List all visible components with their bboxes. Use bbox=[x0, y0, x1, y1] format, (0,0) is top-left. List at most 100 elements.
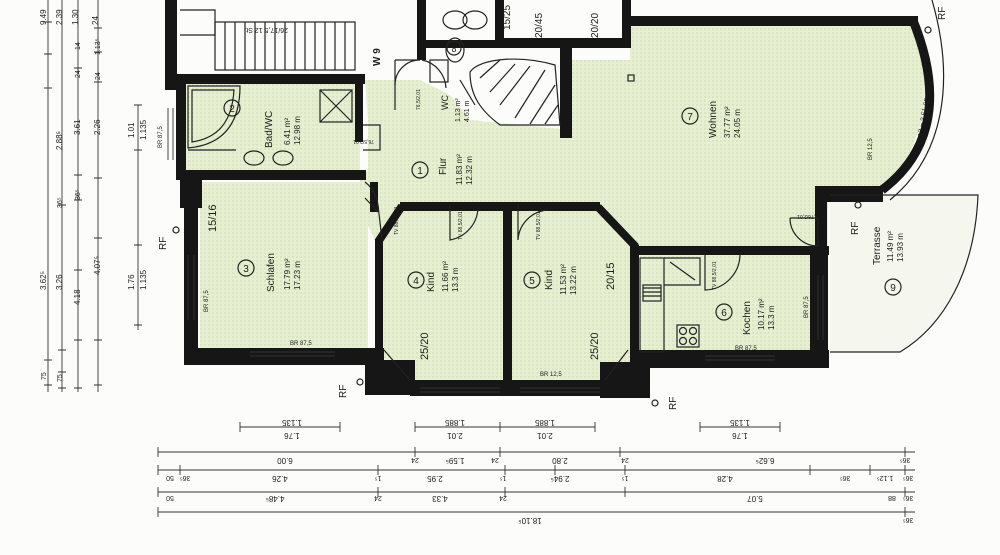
rf-mark-5 bbox=[924, 26, 932, 34]
wall-bottom-left bbox=[184, 348, 384, 365]
br-label-3: BR 87,5 bbox=[735, 346, 757, 352]
rf-mark-2 bbox=[356, 378, 364, 386]
wall-stair-1 bbox=[417, 0, 426, 60]
bath-fixtures bbox=[187, 85, 353, 166]
br-label-4: BR 87,5 bbox=[804, 296, 810, 318]
room-wohnen: 7 Wohnen 37.77 m² 24.05 m bbox=[681, 101, 742, 138]
room-name: Terrasse bbox=[872, 226, 883, 265]
room-bad: 2 Bad/WC 6.41 m² 12.98 m bbox=[223, 99, 302, 148]
door-tag-2: TV 88,5/2,01 bbox=[458, 211, 464, 240]
door-tag-4: TV 88,5/2,01 bbox=[712, 261, 718, 290]
door-tag-3: TV 88,5/2,01 bbox=[536, 211, 542, 240]
dim-label: 1.12⁵ bbox=[877, 474, 894, 481]
opening-15-25: 15/25 bbox=[502, 5, 513, 30]
wall-living-left bbox=[560, 48, 572, 138]
br-label-1: BR 87,5 bbox=[204, 290, 210, 312]
room-number: 2 bbox=[229, 104, 235, 115]
room-name: Kind bbox=[544, 270, 555, 290]
windows bbox=[167, 108, 824, 393]
dim-label: 1⁵ bbox=[500, 474, 507, 481]
room-name: WC bbox=[440, 95, 450, 110]
dim-label: 36⁵ bbox=[900, 456, 911, 463]
dim-label: 2.26 bbox=[93, 119, 102, 135]
room-area: 11.53 m² bbox=[559, 264, 568, 295]
room-labels: 1 Flur 11.83 m² 12.32 m 2 Bad/WC 6.41 m²… bbox=[223, 40, 905, 335]
room-perimeter: 13.93 m bbox=[896, 233, 905, 262]
door-tag-1: TV 88,5/2,01 bbox=[394, 206, 400, 235]
room-number: 8 bbox=[451, 44, 456, 54]
room-number: 9 bbox=[890, 283, 896, 294]
dim-label: 1.885 bbox=[444, 418, 465, 427]
room-number: 6 bbox=[721, 308, 727, 319]
dim-label: 4.18 bbox=[73, 289, 82, 305]
dim-label: 1.135 bbox=[139, 119, 148, 140]
rf-label-2: RF bbox=[338, 385, 349, 398]
room-perimeter: 17.23 m bbox=[293, 261, 302, 290]
br-label-6: BR 12,5 bbox=[868, 138, 874, 160]
dim-label: 4.07⁵ bbox=[93, 256, 102, 275]
bottom-dimensions: 1.135 1.76 1.885 2.01 1.885 2.01 1.135 1… bbox=[157, 418, 915, 525]
room-number: 1 bbox=[417, 166, 423, 177]
column-mark bbox=[627, 74, 635, 82]
dim-label: 1.76 bbox=[732, 431, 748, 440]
wall-stair-4 bbox=[622, 0, 631, 48]
dim-label: 3.62⁵ bbox=[39, 271, 48, 290]
dim-label: 2.01 bbox=[537, 431, 553, 440]
dim-label: 6.00 bbox=[277, 456, 293, 465]
wall-bath-bottom bbox=[176, 170, 366, 180]
room-name: Bad/WC bbox=[264, 111, 275, 148]
rf-label-1: RF bbox=[158, 237, 169, 250]
room-perimeter: 12.32 m bbox=[465, 156, 474, 185]
dim-label: 3.26 bbox=[55, 274, 64, 290]
dim-label: 1.01 bbox=[127, 122, 136, 138]
room-number: 4 bbox=[413, 276, 419, 287]
room-perimeter: 12.98 m bbox=[293, 116, 302, 145]
room-area: 11.49 m² bbox=[886, 231, 895, 262]
opening-20-20: 20/20 bbox=[590, 13, 601, 38]
wall-bath-top bbox=[165, 74, 365, 84]
dim-label: 36⁵ bbox=[840, 474, 851, 481]
dim-label: 1.76 bbox=[127, 274, 136, 290]
room-area: 6.41 m² bbox=[283, 118, 292, 145]
flur-floor bbox=[360, 80, 570, 240]
wall-kind-top bbox=[400, 202, 600, 211]
br-label-2: BR 87,5 bbox=[290, 341, 312, 347]
wall-living-corner bbox=[815, 186, 883, 202]
dim-label: 14 bbox=[75, 42, 82, 50]
room-area: 37.77 m² bbox=[723, 106, 732, 138]
rf-label-5: RF bbox=[937, 7, 948, 20]
dim-label: 36⁵ bbox=[903, 474, 914, 481]
wall-living-arc bbox=[879, 16, 935, 194]
room-area: 17.79 m² bbox=[283, 258, 292, 290]
room-area: 11.66 m² bbox=[441, 261, 450, 292]
dim-label: 4.28 bbox=[717, 474, 733, 483]
rf-label-4: RF bbox=[850, 222, 861, 235]
dim-label: 1⁵ bbox=[622, 474, 629, 481]
door-tag-5: 76,5/2,01 bbox=[416, 89, 422, 110]
bad-floor bbox=[182, 84, 360, 170]
wall-left-upper bbox=[180, 178, 202, 208]
spiral-stair bbox=[459, 58, 561, 126]
wall-kitchen-bottom bbox=[634, 350, 829, 368]
dim-label: 50 bbox=[166, 474, 174, 481]
left-dimensions: 9.49 2.39 1.30 24 3.62⁵ 3.26 2.88⁵ 36⁵ 7… bbox=[39, 0, 148, 392]
wall-kind1-corner bbox=[365, 360, 415, 395]
kitchen-fixtures bbox=[639, 257, 701, 353]
dim-label: 24 bbox=[621, 456, 629, 463]
dim-label: 1.135 bbox=[281, 418, 302, 427]
wall-stair-2 bbox=[495, 0, 504, 48]
room-name: Schlafen bbox=[266, 253, 277, 292]
wall-living-top bbox=[630, 16, 918, 26]
room-perimeter: 13.22 m bbox=[569, 266, 578, 295]
terrace-outline bbox=[830, 194, 979, 353]
wall-bath-right bbox=[355, 84, 363, 142]
dim-label: 75 bbox=[41, 372, 48, 380]
kind1-floor bbox=[382, 210, 503, 380]
opening-20-45: 20/45 bbox=[534, 13, 545, 38]
room-terrasse: 9 Terrasse 11.49 m² 13.93 m bbox=[872, 226, 905, 296]
wall-kind2-diag bbox=[595, 204, 639, 250]
terrasse-floor bbox=[830, 195, 978, 352]
dim-label: 75 bbox=[57, 374, 64, 382]
dim-label: 9.49 bbox=[39, 9, 48, 25]
